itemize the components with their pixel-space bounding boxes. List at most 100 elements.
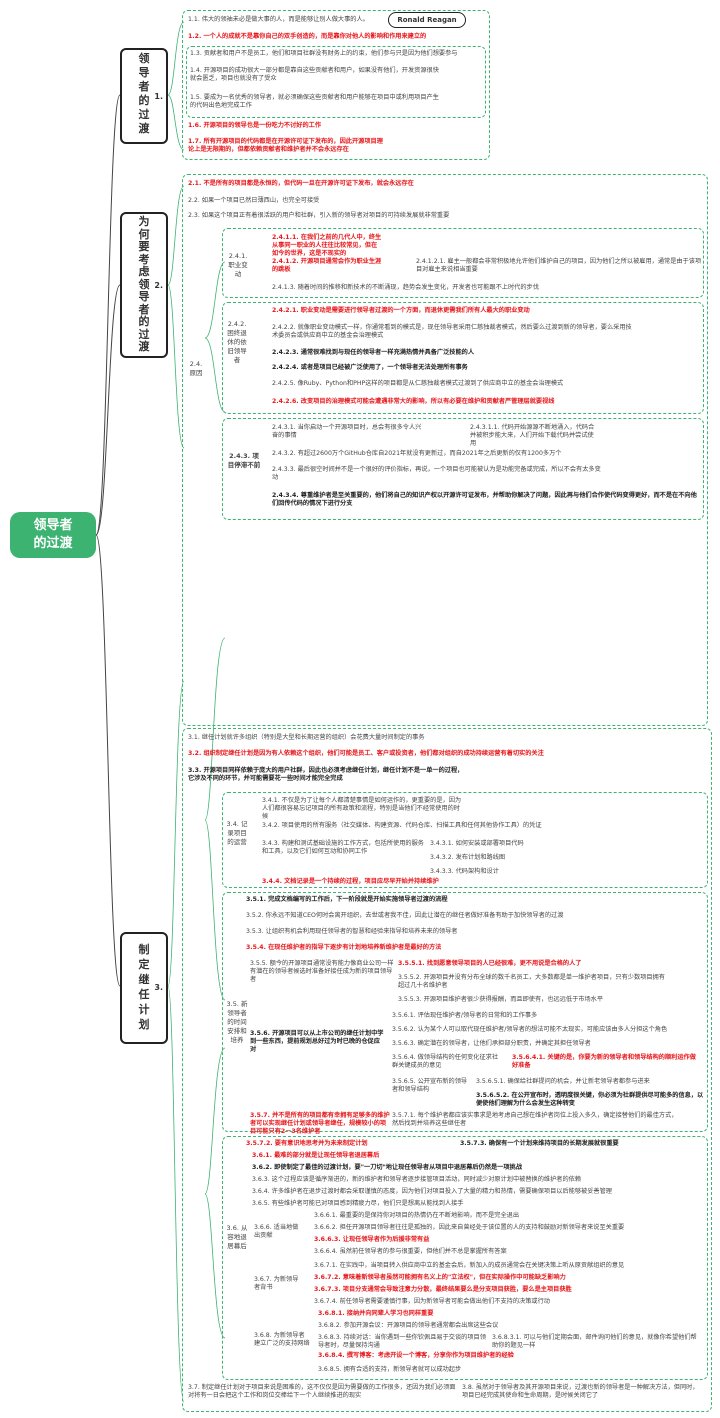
- node-1-4: 1.4. 开源项目的成功很大一部分都是靠自这些贡献者和用户，如果没有他们，开发资…: [190, 67, 439, 82]
- node-2-4-1-1: 2.4.1.1. 在我们之前的几代人中，终生从事同一职业的人往往比较常见，但在如…: [272, 234, 382, 257]
- root-node: 领导者 的过渡: [10, 512, 96, 558]
- node-3-5-6-4-1: 3.5.6.4.1. 关键的是，你要为新的领导者和领导结构的顺利运作做好准备: [512, 1054, 696, 1069]
- section-3-char: 任: [138, 988, 150, 1001]
- section-2-char: 虑: [138, 265, 150, 278]
- node-3-6-7: 3.6.7. 为新领导者背书: [254, 1276, 299, 1291]
- node-3-6-4: 3.6.4. 许多维护者在退步过渡时都会采取谨慎的态度，因为他们对项目投入了大量…: [252, 1188, 612, 1195]
- node-3-5-7: 3.5.7. 并不是所有的项目都有幸拥有足够多的维护者可以实现继任计划或领导者继…: [250, 1112, 390, 1135]
- section-3-num: 3.: [154, 983, 163, 992]
- node-2-4-2-5: 2.4.2.5. 像Ruby、Python和PHP这样的项目都是从仁慈独裁者模式…: [272, 380, 564, 387]
- node-3-6-8: 3.6.8. 为新领导者建立广泛的支持网络: [254, 1332, 310, 1347]
- node-3-6-8-3-1: 3.6.8.3.1. 可以与他们定期会面，邮件询问他们的意见，就像你希望他们帮助…: [492, 1334, 697, 1349]
- root-title-line1: 领导者: [33, 518, 73, 533]
- node-3-4: 3.4. 记录项目的运营: [226, 820, 248, 846]
- node-3-5-6-5-2: 3.5.6.5.2. 在公开宣布时，透明度很关键，你必须为社群提供尽可能多的信息…: [476, 1092, 704, 1107]
- node-1-6: 1.6. 开源项目的领导也是一份吃力不讨好的工作: [188, 122, 322, 129]
- node-1-3: 1.3. 贡献者和用户不是员工，他们和项目社群没有财务上的约束，他们参与只是因为…: [190, 50, 458, 57]
- node-3-5-group: [222, 892, 708, 1132]
- node-3-6-6-1: 3.6.6.1. 最重要的是保持你对项目的热情仍在不断地影响，而不是完全退出: [314, 1212, 520, 1219]
- node-3-5-1: 3.5.1. 完成文档编写的工作后，下一阶段就是开始实施领导者过渡的流程: [246, 896, 448, 903]
- node-3-6-8-4: 3.6.8.4. 撰写博客：考虑开设一个博客，分享你作为项目维护者的经验: [318, 1352, 514, 1359]
- node-3-6-7-3: 3.6.7.3. 项目分支通常会导致注意力分散，最终结果要么是分支项目获胜，要么…: [314, 1286, 572, 1293]
- section-1-char: 者: [138, 80, 150, 93]
- section-2-char: 者: [138, 302, 150, 316]
- node-2-4-2-group: [222, 302, 704, 414]
- node-3-4-3-1: 3.4.3.1. 如何安装或部署项目代码: [430, 840, 524, 847]
- node-3-8: 3.8. 虽然对于领导者及其开源项目来说，过渡也新的领导者是一种解决方法，但同时…: [462, 1384, 699, 1399]
- node-3-1: 3.1. 继任计划就许多组织（特别是大型和长期运营的组织）会花费大量时间制定的事…: [188, 734, 425, 741]
- section-3-char: 定: [138, 958, 150, 971]
- node-3-6-6-2: 3.6.6.2. 担任开源项目领导者往往是孤独的，因此来自曾经处于该位置的人的支…: [314, 1224, 625, 1231]
- node-3-6-6-4: 3.6.6.4. 虽然前任领导者的参与很重要，但他们并不总是掌握所有答案: [314, 1248, 507, 1255]
- section-1-group: [182, 10, 490, 160]
- node-3-5-3: 3.5.3. 让组织有机会利用现任领导者的智慧和经验来指导和培养未来的领导者: [246, 928, 458, 935]
- node-3-5: 3.5. 新领导者的时间安排和培养: [226, 1000, 248, 1044]
- node-3-4-group: [222, 792, 708, 888]
- section-2-node: 为 何 要 考 虑 2. 领 导 者 的 过 渡: [120, 212, 168, 358]
- node-2-4-1-2-1: 2.4.1.2.1. 雇主一般都会非常积极地允许他们维护自己的项目，因为他们之所…: [416, 258, 702, 273]
- node-3-5-6-1: 3.5.6.1. 评估现任维护者/领导者的日常和的工作事多: [392, 1012, 538, 1019]
- node-3-4-3-3: 3.4.3.3. 代码架构和设计: [430, 868, 499, 875]
- node-2-4-2: 2.4.2. 困终退休的依旧领导者: [227, 320, 247, 364]
- node-2-2: 2.2. 如果一个项目已然日薄西山，也完全可接受: [188, 197, 320, 204]
- node-1-2: 1.2. 一个人的成就不是靠你自己的双手创造的，而是靠你对他人的影响和作用来建立…: [188, 33, 427, 40]
- node-3-5-5-2: 3.5.5.2. 开源项目并没有分布全球的数千名员工，大多数都是单一维护者项目，…: [398, 974, 665, 989]
- node-3-3: 3.3. 开源项目同样依赖于庞大的用户社群，因此也必须考虑继任计划，继任计划不是…: [188, 767, 464, 782]
- node-2-4-3-1-1: 2.4.3.1.1. 代码开始源源不断地涌入，代码合并被积步能大来，人们开始下载…: [470, 424, 595, 447]
- node-3-6: 3.6. 从容地退居幕后: [226, 1224, 248, 1250]
- node-2-4-1-group: [222, 228, 704, 298]
- node-3-5-7-1: 3.5.7.1. 每个维护者都应该实事求是地考虑自己想在维护者岗位上投入多久，确…: [392, 1112, 678, 1127]
- node-2-4-1-2: 2.4.1.2. 开源项目通常会作为职业生涯的跳板: [272, 258, 382, 273]
- section-3-char: 计: [138, 1003, 150, 1016]
- section-3-char: 制: [138, 943, 150, 956]
- node-3-6-7-1: 3.6.7.1. 在实践中，当项目转入供应商中立的基金会后，新加入的成员通常会在…: [314, 1262, 625, 1269]
- node-1-7: 1.7. 所有开源项目的代码都是在开源许可证下发布的，因此开源项目理论上是无限期…: [188, 138, 383, 153]
- section-2-char: 考: [138, 252, 150, 266]
- node-2-4-3-2: 2.4.3.2. 有超过2600万个GitHub仓库自2021年就没有更新过，而…: [272, 450, 562, 457]
- node-3-4-3-2: 3.4.3.2. 发布计划和路线图: [430, 854, 506, 861]
- section-2-num: 2.: [154, 281, 163, 290]
- section-2-group: [182, 174, 708, 726]
- node-1-1: 1.1. 伟大的领袖未必是做大事的人，而是能够让别人做大事的人。: [188, 16, 369, 23]
- node-2-4-2-3: 2.4.2.3. 通常很难找到与现任的领导者一样充满热情并具备广泛技能的人: [272, 349, 475, 356]
- node-3-6-8-5: 3.6.8.5. 拥有合适的支持，新领导者就可以成功起步: [318, 1366, 462, 1373]
- section-1-char: 导: [138, 66, 150, 79]
- root-title-line2: 的过渡: [33, 536, 73, 551]
- node-3-6-8-1: 3.6.8.1. 接纳并向同辈人学习也同样重要: [318, 1310, 434, 1317]
- node-3-7: 3.7. 制定继任计划对于项目来说是困难的，这不仅仅是因为需要做的工作很多，还因…: [188, 1384, 456, 1399]
- node-3-5-2: 3.5.2. 你永远不知道CEO何时会离开组织，去世或者我不佳，因此让潜在的继任…: [246, 912, 564, 919]
- node-2-4-3-4: 2.4.3.4. 尊重维护者是至关重要的，他们将自己的知识产权以开源许可证发布，…: [272, 492, 697, 507]
- node-3-5-6-3: 3.5.6.3. 确定潜在的领导者，让他们承担部分职责，并确定其担任领导者: [392, 1040, 591, 1047]
- node-3-5-5-1: 3.5.5.1. 找到愿意领导项目的人已经很难，更不用说是合格的人了: [398, 960, 582, 967]
- node-3-6-group: [222, 1136, 708, 1380]
- node-3-5-7-3: 3.5.7.3. 确保有一个计划来维持项目的长期发展就很重要: [460, 1140, 619, 1147]
- node-2-4-1: 2.4.1. 职业变动: [228, 252, 248, 278]
- node-2-4-1-3: 2.4.1.3. 随着时间的推移和新技术的不断涌现，趋势会发生变化，开发者也可能…: [272, 284, 539, 291]
- node-3-5-7-2: 3.5.7.2. 要有意识地思考并为未来制定计划: [246, 1140, 368, 1147]
- node-2-4-3-group: [222, 418, 704, 520]
- section-2-char: 何: [138, 227, 150, 241]
- node-3-4-3: 3.4.3. 构建和测试基础设施的工作方式，包括所使用的服务和工具，以及它们如何…: [262, 840, 424, 855]
- node-3-5-6-5-1: 3.5.6.5.1. 确保给社群提问的机会，并让新老领导者都参与进来: [476, 1078, 650, 1085]
- node-3-6-8-2: 3.6.8.2. 参加开源会议：开源项目的领导者通常都会出席这些会议: [318, 1322, 499, 1329]
- node-3-6-6-3: 3.6.6.3. 让现任领导者作为后援非常有益: [314, 1236, 430, 1243]
- node-3-5-4: 3.5.4. 在现任维护者的指导下逐步有计划地培养新维护者是最好的方法: [246, 944, 442, 951]
- node-3-4-2: 3.4.2. 项目使用的所有服务（社交媒体、构建资源、代码仓库、扫描工具和任何其…: [262, 822, 542, 829]
- node-3-4-4: 3.4.4. 文档记录是一个持续的过程，项目应尽早开始并持续维护: [262, 878, 439, 885]
- section-1-char: 渡: [138, 122, 150, 135]
- node-3-5-6: 3.5.6. 开源项目可以从上市公司的继任计划中学到一些东西，提前规划总好过为时…: [250, 1030, 384, 1053]
- quote-author-callout: Ronald Reagan: [388, 12, 466, 28]
- section-2-char: 为: [138, 215, 150, 228]
- section-2-char: 要: [138, 240, 150, 253]
- section-3-char: 划: [138, 1018, 150, 1031]
- node-3-6-6: 3.6.6. 适当地做出贡献: [254, 1224, 299, 1239]
- node-2-4-2-1: 2.4.2.1. 职业变动是需要进行领导者过渡的一个方面，而退休更需我们所有人最…: [272, 307, 530, 314]
- node-2-4: 2.4. 原因: [189, 360, 203, 377]
- section-2-char: 过: [138, 327, 150, 341]
- node-2-4-2-4: 2.4.2.4. 或者是项目已经被广泛使用了，一个领导者无法处理所有事务: [272, 364, 468, 371]
- node-2-4-3: 2.4.3. 项目停滞不前: [227, 452, 261, 469]
- section-1-char: 领: [138, 52, 150, 65]
- node-3-6-2: 3.6.2. 即使制定了最佳的过渡计划，要"一刀切"地让现任领导者从项目中退居幕…: [252, 1164, 522, 1171]
- node-2-4-3-1: 2.4.3.1. 当你启动一个开源项目时，总会有很多令人兴奋的事情: [272, 424, 422, 439]
- section-1-char: 过: [138, 108, 150, 121]
